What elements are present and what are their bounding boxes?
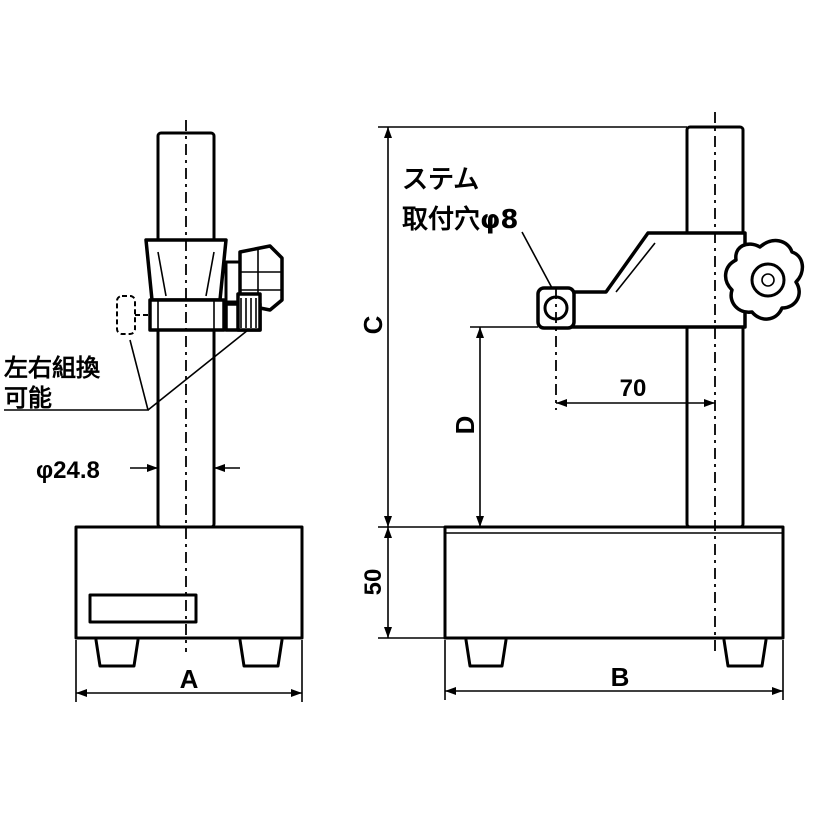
foot-left-front	[464, 638, 508, 668]
stem-note-line-2: 取付穴φ8	[402, 205, 518, 235]
dim-d-label: D	[450, 416, 480, 435]
dim-c-label: C	[358, 315, 388, 334]
base-front	[443, 525, 785, 640]
label-plate	[88, 593, 198, 624]
swap-note-line-1: 左右組換	[4, 354, 101, 382]
star-knob-icon	[723, 238, 805, 321]
stem-holder-side	[224, 292, 262, 332]
clamp-collar	[148, 298, 226, 332]
foot-left-side	[94, 638, 140, 668]
side-view	[4, 120, 304, 702]
base-side	[74, 525, 304, 640]
stem-note-line-1: ステム	[402, 165, 479, 195]
dim-50-label: 50	[360, 569, 387, 596]
dim-diameter-label: φ24.8	[36, 457, 100, 484]
stem-leader	[521, 231, 553, 289]
front-view	[378, 112, 805, 700]
foot-right-front	[722, 638, 768, 668]
swap-note-line-2: 可能	[4, 384, 52, 412]
dim-a-label: A	[180, 664, 199, 694]
dim-b-label: B	[611, 662, 630, 692]
swap-leader	[4, 329, 249, 411]
alt-position-hidden	[116, 295, 136, 335]
foot-right-side	[238, 638, 284, 668]
clamp-block-inner	[157, 251, 215, 297]
dim-70-label: 70	[620, 375, 647, 402]
